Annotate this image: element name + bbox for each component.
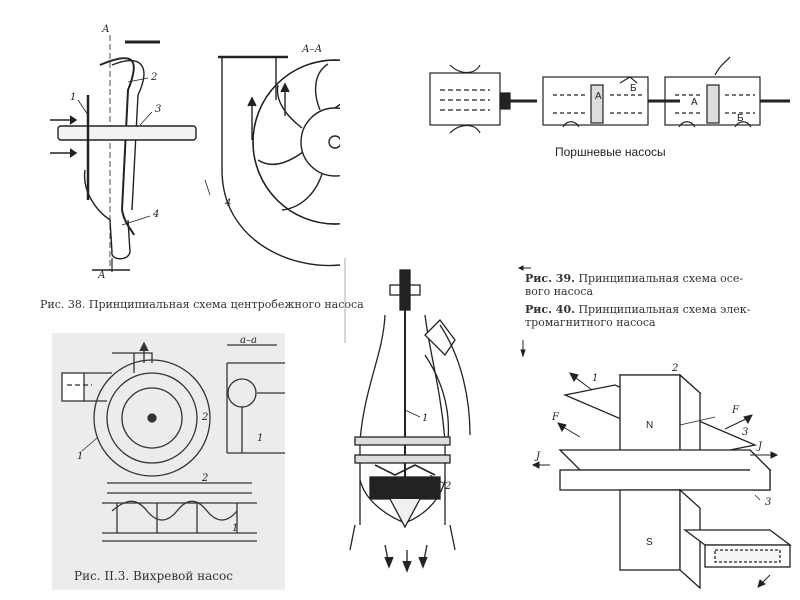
fig39-body: Принципиальная схема осе- (578, 272, 744, 285)
fig40-head: Рис. 40. (525, 303, 575, 316)
centrifugal-volute-extension (210, 45, 340, 265)
centrifugal-label-4: 4 (152, 209, 159, 220)
stray-tick (340, 258, 350, 348)
em-label-1: 1 (592, 373, 598, 384)
em-force-left: F (551, 412, 560, 423)
vortex-caption: Рис. II.3. Вихревой насос (74, 569, 233, 583)
centrifugal-label-3: 3 (155, 104, 161, 115)
piston-label-a1: А (595, 91, 602, 102)
centrifugal-caption: Рис. 38. Принципиальная схема центробежн… (40, 298, 364, 311)
centrifugal-side-section (50, 35, 197, 272)
vortex-pump-figure: а–а 1 2 2 1 1 Рис. II.3. Вихревой насос (52, 333, 285, 590)
centrifugal-label-1: 1 (70, 92, 76, 103)
fig39-tail: вого насоса (525, 285, 594, 298)
vortex-label-1b: 1 (232, 523, 238, 534)
fig40-body: Принципиальная схема элек- (578, 303, 751, 316)
em-current-left: J (534, 451, 541, 462)
vortex-label-1a: 1 (77, 451, 83, 462)
axial-label-1: 1 (422, 413, 428, 424)
piston-pumps-figure: А Б А Б Поршневые насосы (425, 55, 795, 165)
piston-label-b1: Б (630, 83, 637, 94)
vortex-section-label: а–а (240, 335, 257, 346)
stray-arrows (515, 262, 535, 362)
axial-label-2: 2 (444, 481, 451, 492)
section-title-aa: А–А (301, 44, 322, 55)
fig39-caption: Рис. 39. Принципиальная схема осе- вого … (525, 272, 743, 298)
vortex-label-1c: 1 (257, 433, 263, 444)
axial-pump-figure: 1 2 (345, 265, 490, 585)
piston-caption: Поршневые насосы (555, 145, 666, 159)
section-mark-bottom: А (97, 270, 106, 281)
centrifugal-label-2: 2 (150, 72, 157, 83)
em-label-3a: 3 (742, 427, 748, 438)
section-mark-top: А (101, 24, 110, 35)
piston-label-a2: А (691, 97, 698, 108)
fig40-tail: тромагнитного насоса (525, 316, 656, 329)
fig39-head: Рис. 39. (525, 272, 575, 285)
em-pole-n: N (646, 420, 653, 431)
em-force-right: F (731, 405, 740, 416)
piston-label-b2: Б (737, 113, 744, 124)
em-label-3b: 3 (765, 497, 771, 508)
volute-label-4: 4 (224, 198, 231, 209)
fig40-caption: Рис. 40. Принципиальная схема элек- тром… (525, 303, 750, 329)
em-current-right: J (756, 441, 763, 452)
electromagnetic-pump-figure: 1 2 3 3 F F J J N S (520, 355, 795, 595)
em-pole-s: S (646, 537, 653, 548)
vortex-label-2a: 2 (201, 412, 208, 423)
em-label-2: 2 (671, 363, 678, 374)
vortex-label-2b: 2 (201, 473, 208, 484)
